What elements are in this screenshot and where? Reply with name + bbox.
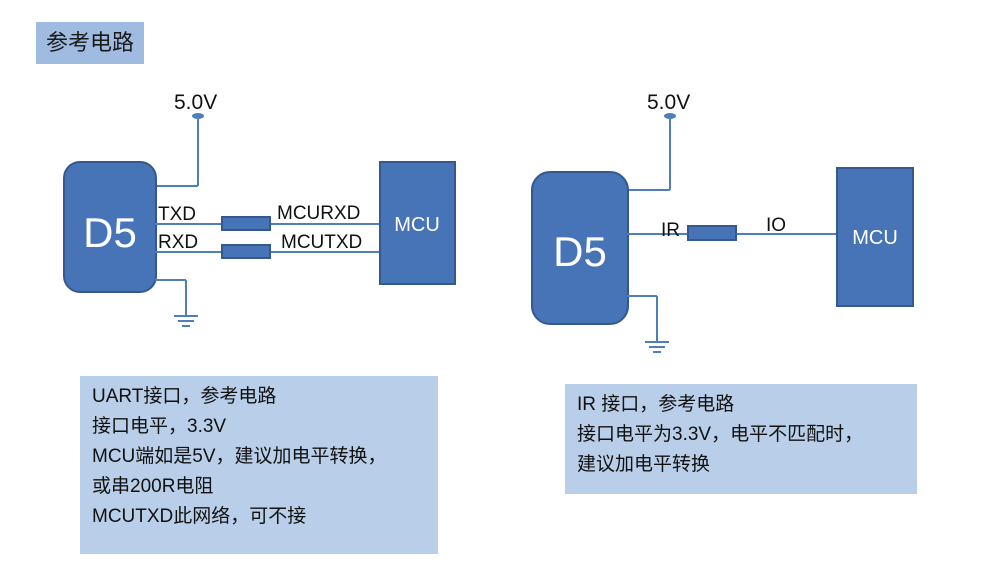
ir-note-box: IR 接口，参考电路 接口电平为3.3V，电平不匹配时， 建议加电平转换 [565,384,917,494]
note-line: MCUTXD此网络，可不接 [92,506,307,527]
note-line: IR 接口，参考电路 [577,394,735,415]
left-mcu-block [379,161,456,285]
right-circuit: 5.0V D5 IR IO MCU [531,91,914,353]
left-circuit: 5.0V D5 TXD MCURXD RXD MCUTXD MCU [63,91,456,327]
right-ir-label: IR [661,220,680,241]
note-line: 接口电平，3.3V [92,416,227,437]
left-mcutxd-label: MCUTXD [281,232,362,253]
note-line: 建议加电平转换 [577,454,711,475]
right-mcu-label: MCU [852,227,898,249]
left-d5-chip-label: D5 [83,209,137,256]
right-mcu-block [836,167,914,307]
left-txd-resistor [221,216,271,231]
note-line: 接口电平为3.3V，电平不匹配时， [577,424,864,445]
left-supply-terminal [192,113,204,119]
right-supply-label: 5.0V [647,91,690,114]
left-txd-label: TXD [158,204,196,225]
right-io-label: IO [766,215,786,236]
left-mcu-label: MCU [394,214,440,236]
left-supply-label: 5.0V [174,91,217,114]
note-line: UART接口，参考电路 [92,386,277,407]
right-ir-resistor [687,225,737,241]
uart-note-box: UART接口，参考电路 接口电平，3.3V MCU端如是5V，建议加电平转换， … [80,376,438,554]
left-d5-chip [63,161,157,293]
note-line: MCU端如是5V，建议加电平转换， [92,446,387,467]
right-supply-terminal [664,113,676,119]
left-rxd-label: RXD [158,232,198,253]
note-line: 或串200R电阻 [92,476,214,497]
left-mcurxd-label: MCURXD [277,203,360,224]
section-title: 参考电路 [36,22,145,64]
right-d5-chip [531,171,629,325]
left-rxd-resistor [221,244,271,259]
right-d5-chip-label: D5 [553,228,607,275]
